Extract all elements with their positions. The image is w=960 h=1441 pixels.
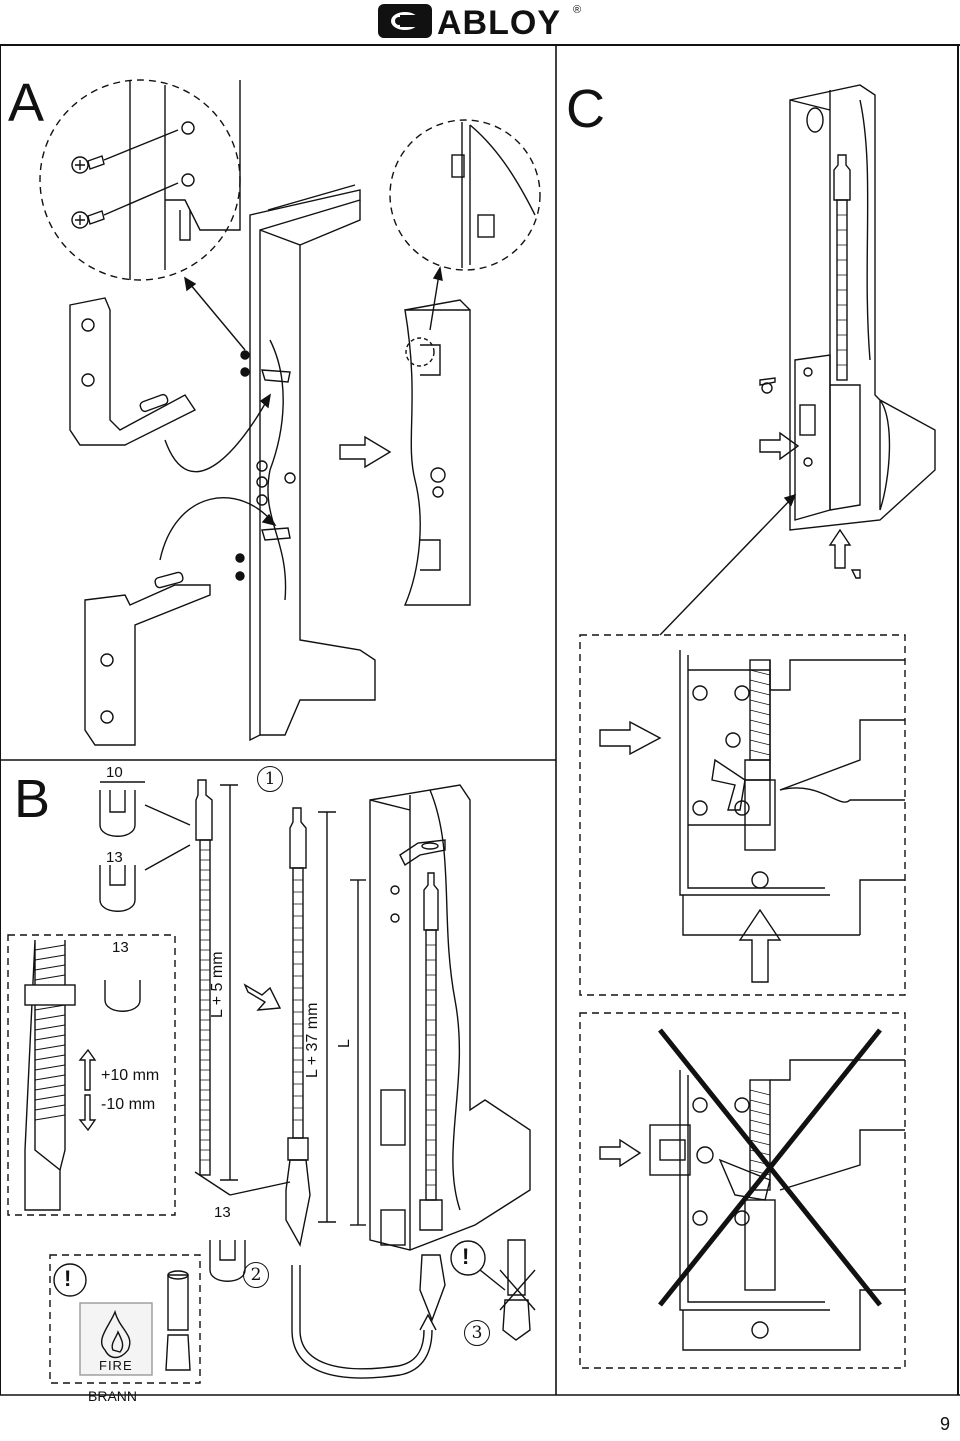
brand-name: ABLOY — [437, 4, 561, 42]
length-l-plus-5: L + 5 mm — [209, 951, 226, 1018]
adjust-plus: +10 mm — [101, 1067, 160, 1084]
brann-label: BRANN — [88, 1388, 138, 1404]
registered-mark: ® — [573, 4, 582, 16]
wrench-size-13-box: 13 — [112, 939, 129, 956]
panel-a-label: A — [8, 73, 45, 133]
page-number: 9 — [939, 1414, 950, 1434]
panel-b-label: B — [14, 769, 51, 829]
wrench-size-13-top: 13 — [106, 849, 123, 866]
step-1-badge: 1 — [257, 766, 283, 792]
panel-c-illustration — [579, 84, 936, 1369]
step-2-badge: 2 — [243, 1262, 269, 1288]
adjust-minus: -10 mm — [101, 1096, 156, 1113]
fire-warning-icon: ! — [64, 1266, 72, 1291]
panel-a-illustration — [39, 79, 541, 746]
length-l: L — [336, 1039, 353, 1048]
panel-grid — [0, 44, 960, 1396]
panel-c-label: C — [566, 79, 605, 139]
length-l-plus-37: L + 37 mm — [304, 1002, 321, 1078]
wrench-size-10: 10 — [106, 764, 123, 781]
fire-label: FIRE — [99, 1358, 133, 1373]
plug-warning-icon: ! — [462, 1244, 470, 1269]
abloy-logo-mark — [378, 4, 432, 38]
panel-b-illustration — [7, 779, 536, 1384]
step-3-badge: 3 — [464, 1320, 490, 1346]
wrench-size-13-bottom: 13 — [214, 1204, 231, 1221]
